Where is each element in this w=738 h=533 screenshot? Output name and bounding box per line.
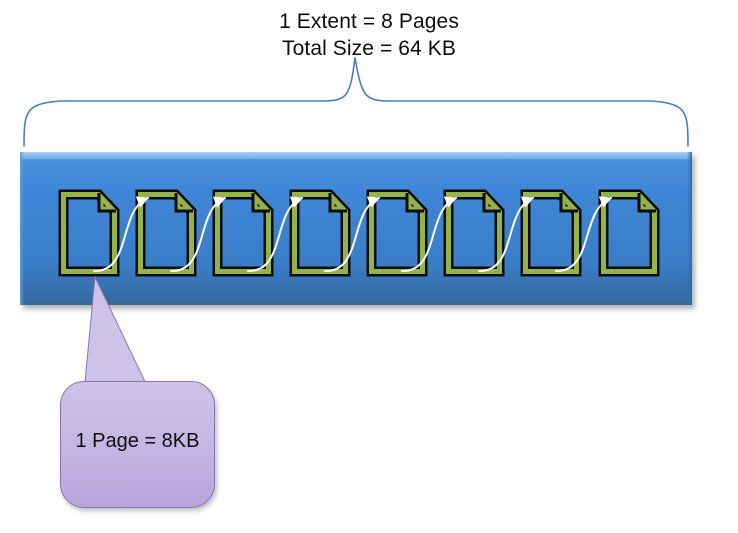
extent-bar-right-edge: [687, 152, 692, 305]
extent-title-line-1: 1 Extent = 8 Pages: [279, 10, 459, 33]
extent-title-line-2: Total Size = 64 KB: [282, 37, 456, 60]
page-size-callout-label: 1 Page = 8KB: [75, 430, 200, 452]
extent-bar-highlight: [20, 152, 692, 159]
page-size-callout[interactable]: [60, 381, 215, 508]
extent-bar-left-edge: [20, 152, 24, 305]
